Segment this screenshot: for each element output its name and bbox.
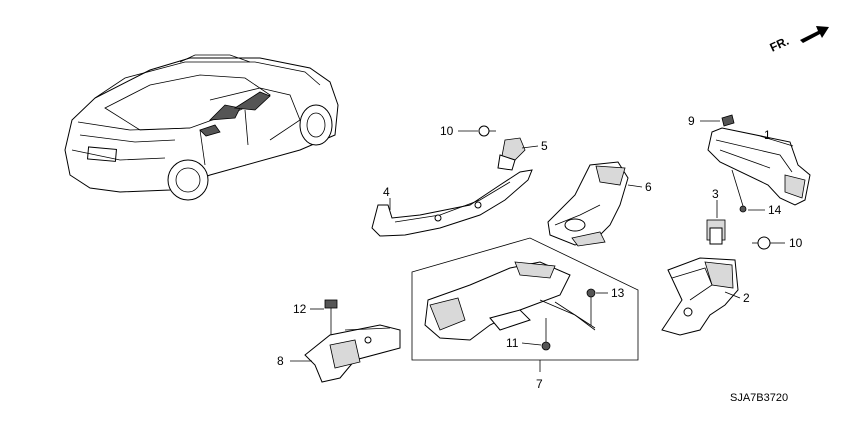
callout-8: 8 <box>277 354 284 368</box>
arrow-icon <box>800 26 829 43</box>
part-7-group-frame <box>411 237 639 361</box>
callout-12: 12 <box>293 302 307 316</box>
diagram-code: SJA7B3720 <box>730 392 788 404</box>
part-2-duct <box>661 257 739 336</box>
callout-7: 7 <box>536 377 543 391</box>
vehicle-illustration <box>64 54 339 201</box>
part-7-duct <box>424 261 596 341</box>
part-8-bracket <box>304 324 401 383</box>
part-4-bracket <box>371 169 533 237</box>
fastener-12-bolt <box>324 299 338 335</box>
part-5-clip <box>497 137 526 171</box>
fastener-14-screw <box>731 169 747 213</box>
callout-2: 2 <box>743 291 750 305</box>
fastener-11-nut <box>541 318 551 351</box>
callout-3: 3 <box>712 187 719 201</box>
callout-4: 4 <box>383 185 390 199</box>
fastener-13-screw <box>586 288 596 325</box>
callout-14: 14 <box>768 203 782 217</box>
part-1-duct <box>707 127 811 206</box>
front-direction-label: FR. <box>768 34 791 55</box>
leader-lines <box>290 120 794 372</box>
callout-1: 1 <box>764 128 771 142</box>
callout-11: 11 <box>506 336 519 350</box>
callout-5: 5 <box>541 139 548 153</box>
fastener-9-clip <box>721 114 735 127</box>
callout-10-right: 10 <box>789 236 803 250</box>
fastener-10-clip-upper <box>478 125 496 137</box>
part-3-clip <box>706 219 726 245</box>
part-6-duct <box>547 161 629 247</box>
front-direction-indicator: FR. <box>768 26 829 55</box>
callout-10-upper: 10 <box>440 124 454 138</box>
fastener-10-clip-right <box>752 236 771 250</box>
callout-9: 9 <box>688 114 695 128</box>
callout-6: 6 <box>645 180 652 194</box>
callout-13: 13 <box>611 286 625 300</box>
